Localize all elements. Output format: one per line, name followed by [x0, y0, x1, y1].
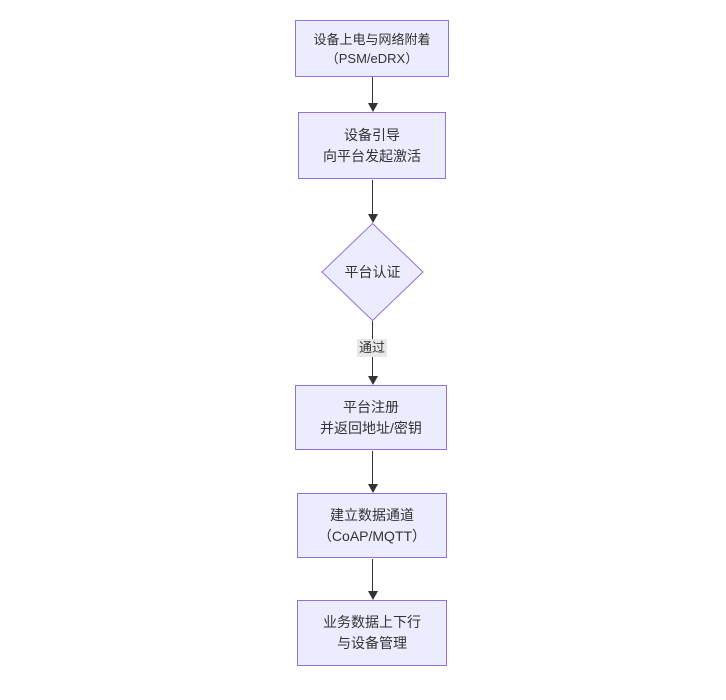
node-text-line: （PSM/eDRX） [325, 50, 419, 66]
arrowhead-down-icon [367, 214, 378, 223]
node-text-line: 并返回地址/密钥 [320, 419, 422, 436]
node-text-line: 平台认证 [344, 264, 401, 280]
edge-line-a-b [372, 77, 373, 105]
node-text-line: 设备引导 [344, 126, 400, 143]
edge-line-e-f [372, 559, 373, 593]
flow-node-platform-register: 平台注册 并返回地址/密钥 [295, 385, 447, 450]
node-text-line: 向平台发起激活 [323, 147, 421, 164]
edge-line-d-e [372, 451, 373, 486]
node-text-line: 设备上电与网络附着 [313, 31, 431, 47]
node-text-line: （CoAP/MQTT） [317, 527, 427, 544]
arrowhead-down-icon [367, 484, 378, 493]
node-text-line: 业务数据上下行 [323, 614, 421, 630]
node-text-line: 建立数据通道 [330, 506, 414, 523]
arrowhead-down-icon [367, 376, 378, 385]
node-text-line: 平台注册 [343, 398, 399, 415]
edge-line-b-c [372, 180, 373, 216]
flow-node-power-network-attach: 设备上电与网络附着 （PSM/eDRX） [295, 20, 449, 77]
arrowhead-down-icon [367, 103, 378, 112]
flow-node-device-bootstrap: 设备引导 向平台发起激活 [298, 112, 446, 179]
edge-label-pass: 通过 [356, 339, 388, 357]
flow-node-business-data-management: 业务数据上下行 与设备管理 [297, 600, 447, 666]
flow-node-platform-auth: 平台认证 [321, 223, 424, 321]
arrowhead-down-icon [367, 591, 378, 600]
node-text-line: 与设备管理 [337, 635, 407, 651]
diamond-shape [321, 223, 424, 321]
flow-node-data-channel: 建立数据通道 （CoAP/MQTT） [297, 493, 447, 558]
